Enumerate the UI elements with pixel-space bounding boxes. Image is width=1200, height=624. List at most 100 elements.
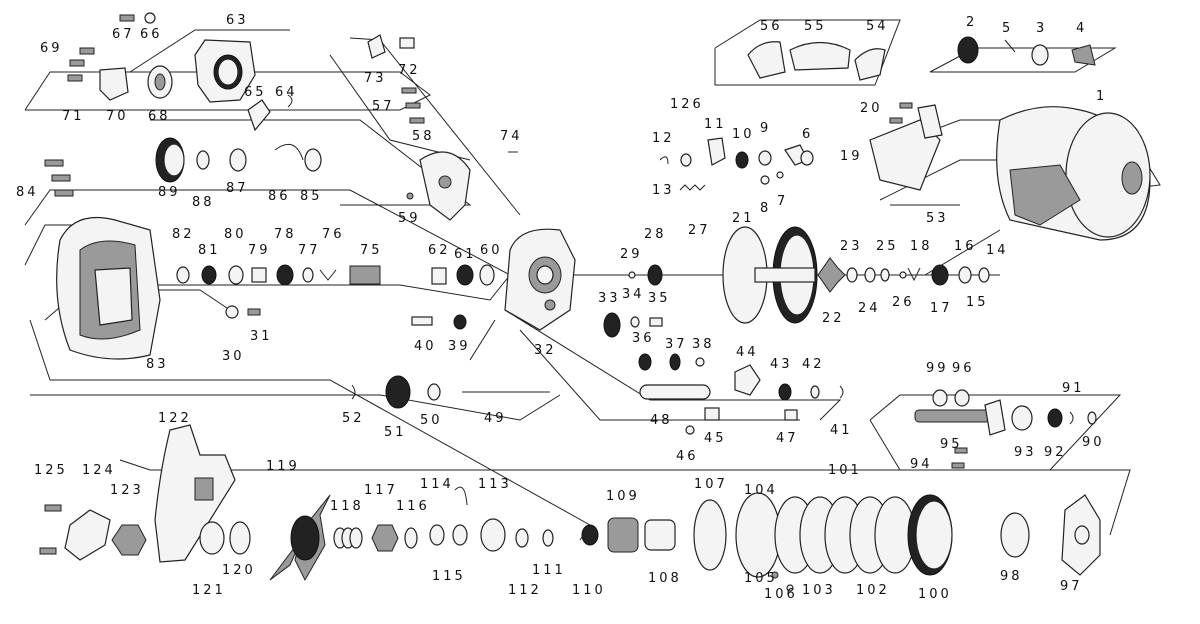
label-81: 81 xyxy=(198,243,221,258)
label-112: 112 xyxy=(508,583,542,598)
label-9: 9 xyxy=(760,121,771,136)
label-6: 6 xyxy=(802,127,813,142)
label-34: 34 xyxy=(622,287,645,302)
label-21: 21 xyxy=(732,211,755,226)
label-99: 99 xyxy=(926,361,949,376)
label-27: 27 xyxy=(688,223,711,238)
spool-assembly xyxy=(722,204,990,324)
top-parts xyxy=(67,12,518,221)
label-117: 117 xyxy=(364,483,398,498)
label-84: 84 xyxy=(16,185,39,200)
label-58: 58 xyxy=(412,129,435,144)
label-107: 107 xyxy=(694,477,728,492)
star-drag-119 xyxy=(269,494,331,582)
label-20: 20 xyxy=(860,101,883,116)
label-22: 22 xyxy=(822,311,845,326)
label-93: 93 xyxy=(1014,445,1037,460)
label-67: 67 xyxy=(112,27,135,42)
label-80: 80 xyxy=(224,227,247,242)
label-43: 43 xyxy=(770,357,793,372)
label-38: 38 xyxy=(692,337,715,352)
label-116: 116 xyxy=(396,499,430,514)
label-124: 124 xyxy=(82,463,116,478)
label-37: 37 xyxy=(665,337,688,352)
label-122: 122 xyxy=(158,411,192,426)
label-89: 89 xyxy=(158,185,181,200)
drag-drum-104 xyxy=(735,492,781,578)
label-74: 74 xyxy=(500,129,523,144)
label-83: 83 xyxy=(146,357,169,372)
label-60: 60 xyxy=(480,243,503,258)
label-64: 64 xyxy=(275,85,298,100)
label-29: 29 xyxy=(620,247,643,262)
label-104: 104 xyxy=(744,483,778,498)
label-46: 46 xyxy=(676,449,699,464)
label-15: 15 xyxy=(966,295,989,310)
label-96: 96 xyxy=(952,361,975,376)
label-86: 86 xyxy=(268,189,291,204)
label-72: 72 xyxy=(398,63,421,78)
label-25: 25 xyxy=(876,239,899,254)
label-70: 70 xyxy=(106,109,129,124)
label-1: 1 xyxy=(1096,89,1107,104)
label-82: 82 xyxy=(172,227,195,242)
label-85: 85 xyxy=(300,189,323,204)
label-109: 109 xyxy=(606,489,640,504)
label-51: 51 xyxy=(384,425,407,440)
label-16: 16 xyxy=(954,239,977,254)
label-56: 56 xyxy=(760,19,783,34)
label-53: 53 xyxy=(926,211,949,226)
label-102: 102 xyxy=(856,583,890,598)
label-108: 108 xyxy=(648,571,682,586)
label-59: 59 xyxy=(398,211,421,226)
label-126: 126 xyxy=(670,97,704,112)
label-78: 78 xyxy=(274,227,297,242)
label-111: 111 xyxy=(532,563,566,578)
label-3: 3 xyxy=(1036,21,1047,36)
label-65: 65 xyxy=(244,85,267,100)
part-number-labels: 1 2 3 4 5 6 7 8 9 10 11 12 13 14 15 16 1… xyxy=(16,13,1107,602)
label-17: 17 xyxy=(930,301,953,316)
worm-shaft-group xyxy=(351,364,844,435)
label-91: 91 xyxy=(1062,381,1085,396)
label-52: 52 xyxy=(342,411,365,426)
label-87: 87 xyxy=(226,181,249,196)
label-44: 44 xyxy=(736,345,759,360)
label-36: 36 xyxy=(632,331,655,346)
label-121: 121 xyxy=(192,583,226,598)
label-24: 24 xyxy=(858,301,881,316)
label-66: 66 xyxy=(140,27,163,42)
label-63: 63 xyxy=(226,13,249,28)
left-side-parts xyxy=(44,137,381,360)
label-94: 94 xyxy=(910,457,933,472)
label-40: 40 xyxy=(414,339,437,354)
bottom-handle-group xyxy=(39,424,1101,592)
label-106: 106 xyxy=(764,587,798,602)
label-2: 2 xyxy=(966,15,977,30)
label-4: 4 xyxy=(1076,21,1087,36)
label-18: 18 xyxy=(910,239,933,254)
center-frame xyxy=(411,228,720,371)
label-68: 68 xyxy=(148,109,171,124)
label-28: 28 xyxy=(644,227,667,242)
label-75: 75 xyxy=(360,243,383,258)
label-55: 55 xyxy=(804,19,827,34)
label-30: 30 xyxy=(222,349,245,364)
label-101: 101 xyxy=(828,463,862,478)
label-123: 123 xyxy=(110,483,144,498)
label-77: 77 xyxy=(298,243,321,258)
label-13: 13 xyxy=(652,183,675,198)
label-50: 50 xyxy=(420,413,443,428)
label-125: 125 xyxy=(34,463,68,478)
label-88: 88 xyxy=(192,195,215,210)
label-97: 97 xyxy=(1060,579,1083,594)
label-8: 8 xyxy=(760,201,771,216)
label-69: 69 xyxy=(40,41,63,56)
label-41: 41 xyxy=(830,423,853,438)
label-118: 118 xyxy=(330,499,364,514)
label-114: 114 xyxy=(420,477,454,492)
label-23: 23 xyxy=(840,239,863,254)
label-71: 71 xyxy=(62,109,85,124)
label-35: 35 xyxy=(648,291,671,306)
label-12: 12 xyxy=(652,131,675,146)
